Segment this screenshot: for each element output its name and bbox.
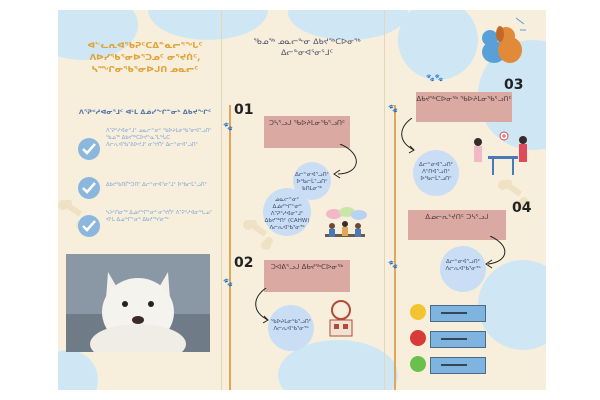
paw-icon: 🐾	[223, 278, 233, 287]
bullet-text: ᓴᐳᑦᑎᓂᖅ ᐃᓅᓯᖏᓐᓂᒃ ᓂᕐᔪᑏᑦ ᐱᕐᕈᑉᓱᐊᓂᖓᓄᑦ ᐊᒻᒪ ᐃᓄᖏᓐ…	[106, 210, 212, 223]
timeline-line	[394, 105, 396, 390]
fold-line	[221, 10, 222, 390]
step-label: ᐃᓄᓕᕆᔾᔪᑎᑦ ᑐᓴᕐᓗᒍ	[408, 210, 506, 240]
feedback-bar[interactable]	[430, 305, 486, 322]
step-circle: ᐃᓕᓐᓂᐊᕐᓗᑎᑦ ᐱᑦᑎᐊᕐᓗᑎᑦ ᐅᖃᓕᒫᕐᓗᑎᑦ	[413, 150, 459, 196]
step-number: 04	[512, 200, 532, 216]
neutral-face-icon[interactable]	[410, 356, 426, 372]
bg-blob	[398, 10, 478, 80]
dog-photo	[66, 254, 210, 352]
step-circle: ᖃᐅᔨᒪᓂᖃᕐᓗᑎᑦ ᐱᓕᕆᐊᖃᕐᓂᖅ	[268, 305, 314, 351]
arrow-icon	[485, 236, 506, 269]
step-number: 03	[504, 77, 524, 93]
paw-icon: 🐾	[223, 122, 233, 131]
pet-logo-icon	[482, 17, 526, 63]
paw-icon: 🐾	[388, 260, 398, 269]
check-icon	[78, 215, 100, 237]
arrow-icon	[255, 288, 269, 324]
panel1-subtitle: ᐱᕐᕈᑉᓱᐊᓂᕐᒧᑦ ᐊᒻᒪ ᐃᓅᓯᖏᓐᓂᒃ ᐃᑲᔪᖏᑦ	[78, 108, 212, 116]
step-label: ᑐᐊᕕᕐᓗᒍ ᐃᑲᔪᖅᑕᐅᓂᖅ	[264, 260, 350, 292]
bg-blob	[478, 260, 546, 350]
bone-icon	[243, 220, 273, 250]
brochure-sheet: ᐊᓪᓚᕆᐊᖃᕈᑦᑕᐃᓐᓇᓕᕐᖓᑦ ᐱᐅᓯᖃᕐᓂᐅᕐᑐᓄᑦ ᓂᕐᔪᑏᑦ, ᓴᙱᓂᖃ…	[58, 10, 546, 390]
step-label: ᑐᓴᕐᓗᒍ ᖃᐅᔨᒪᓂᖃᕐᓗᑎᑦ	[264, 116, 350, 148]
paw-icon: 🐾	[388, 104, 398, 113]
step-label: ᐃᑲᔪᖅᑕᐅᓂᖅ ᖃᐅᔨᒪᓂᖃᕐᓗᑎᑦ	[416, 92, 512, 122]
clinic-icon	[329, 300, 353, 337]
smiley-face-icon[interactable]	[410, 304, 426, 320]
bone-icon	[498, 180, 528, 210]
fold-line	[384, 10, 385, 390]
step-number: 01	[234, 102, 254, 118]
panel1-title: ᐊᓪᓚᕆᐊᖃᕈᑦᑕᐃᓐᓇᓕᕐᖓᑦ ᐱᐅᓯᖃᕐᓂᐅᕐᑐᓄᑦ ᓂᕐᔪᑏᑦ, ᓴᙱᓂᖃ…	[87, 41, 203, 75]
step-circle: ᐃᓕᓐᓂᐊᕐᓗᑎᑦ ᐱᓕᕆᐊᖃᕐᓂᖅ	[440, 246, 486, 292]
step-circle: ᓄᓇᓕᓐᓂᑦ ᐃᓅᓯᖏᓐᓂᒃ ᐱᕐᕈᑉᓱᐊᓂᕐᒧᑦ ᐃᑲᔪᖅᑎᑦ (CAHW) …	[263, 188, 311, 236]
check-icon	[78, 138, 100, 160]
panel2-title: ᖃᓄᖅ ᓄᓇᓕᖕᓂ ᐃᑲᔪᖅᑕᐅᓂᖅ ᐃᓕᓐᓂᐊᕐᓂᕐᒧᑦ	[253, 37, 361, 57]
people-icon	[325, 207, 367, 237]
timeline-line	[229, 105, 231, 390]
bullet-text: ᐃᑲᔪᖃᑎᒌᒃᑐᑎᑦ ᐃᓕᓐᓂᐊᕐᓂᕐᒧᑦ ᐅᖃᓕᒫᕐᓗᑎᑦ	[106, 182, 207, 188]
step-number: 02	[234, 255, 254, 271]
bg-blob	[58, 350, 98, 390]
feedback-bar[interactable]	[430, 331, 486, 348]
arrow-icon	[401, 118, 415, 154]
feedback-bar[interactable]	[430, 357, 486, 374]
vet-icon	[474, 131, 527, 175]
frown-face-icon[interactable]	[410, 330, 426, 346]
paw-icon: 🐾🐾	[426, 74, 444, 82]
arrow-icon	[333, 144, 357, 179]
check-icon	[78, 177, 100, 199]
bullet-text: ᐱᕐᕈᑉᓱᐊᓂᕐᒧᑦ ᓄᓇᓕᓐᓂᑦ ᖃᐅᔨᒪᓂᖃᕐᓂᐊᕐᓗᑎᑦ ᖃᓄᖅ ᐃᑲᔪᖅ…	[106, 128, 212, 148]
